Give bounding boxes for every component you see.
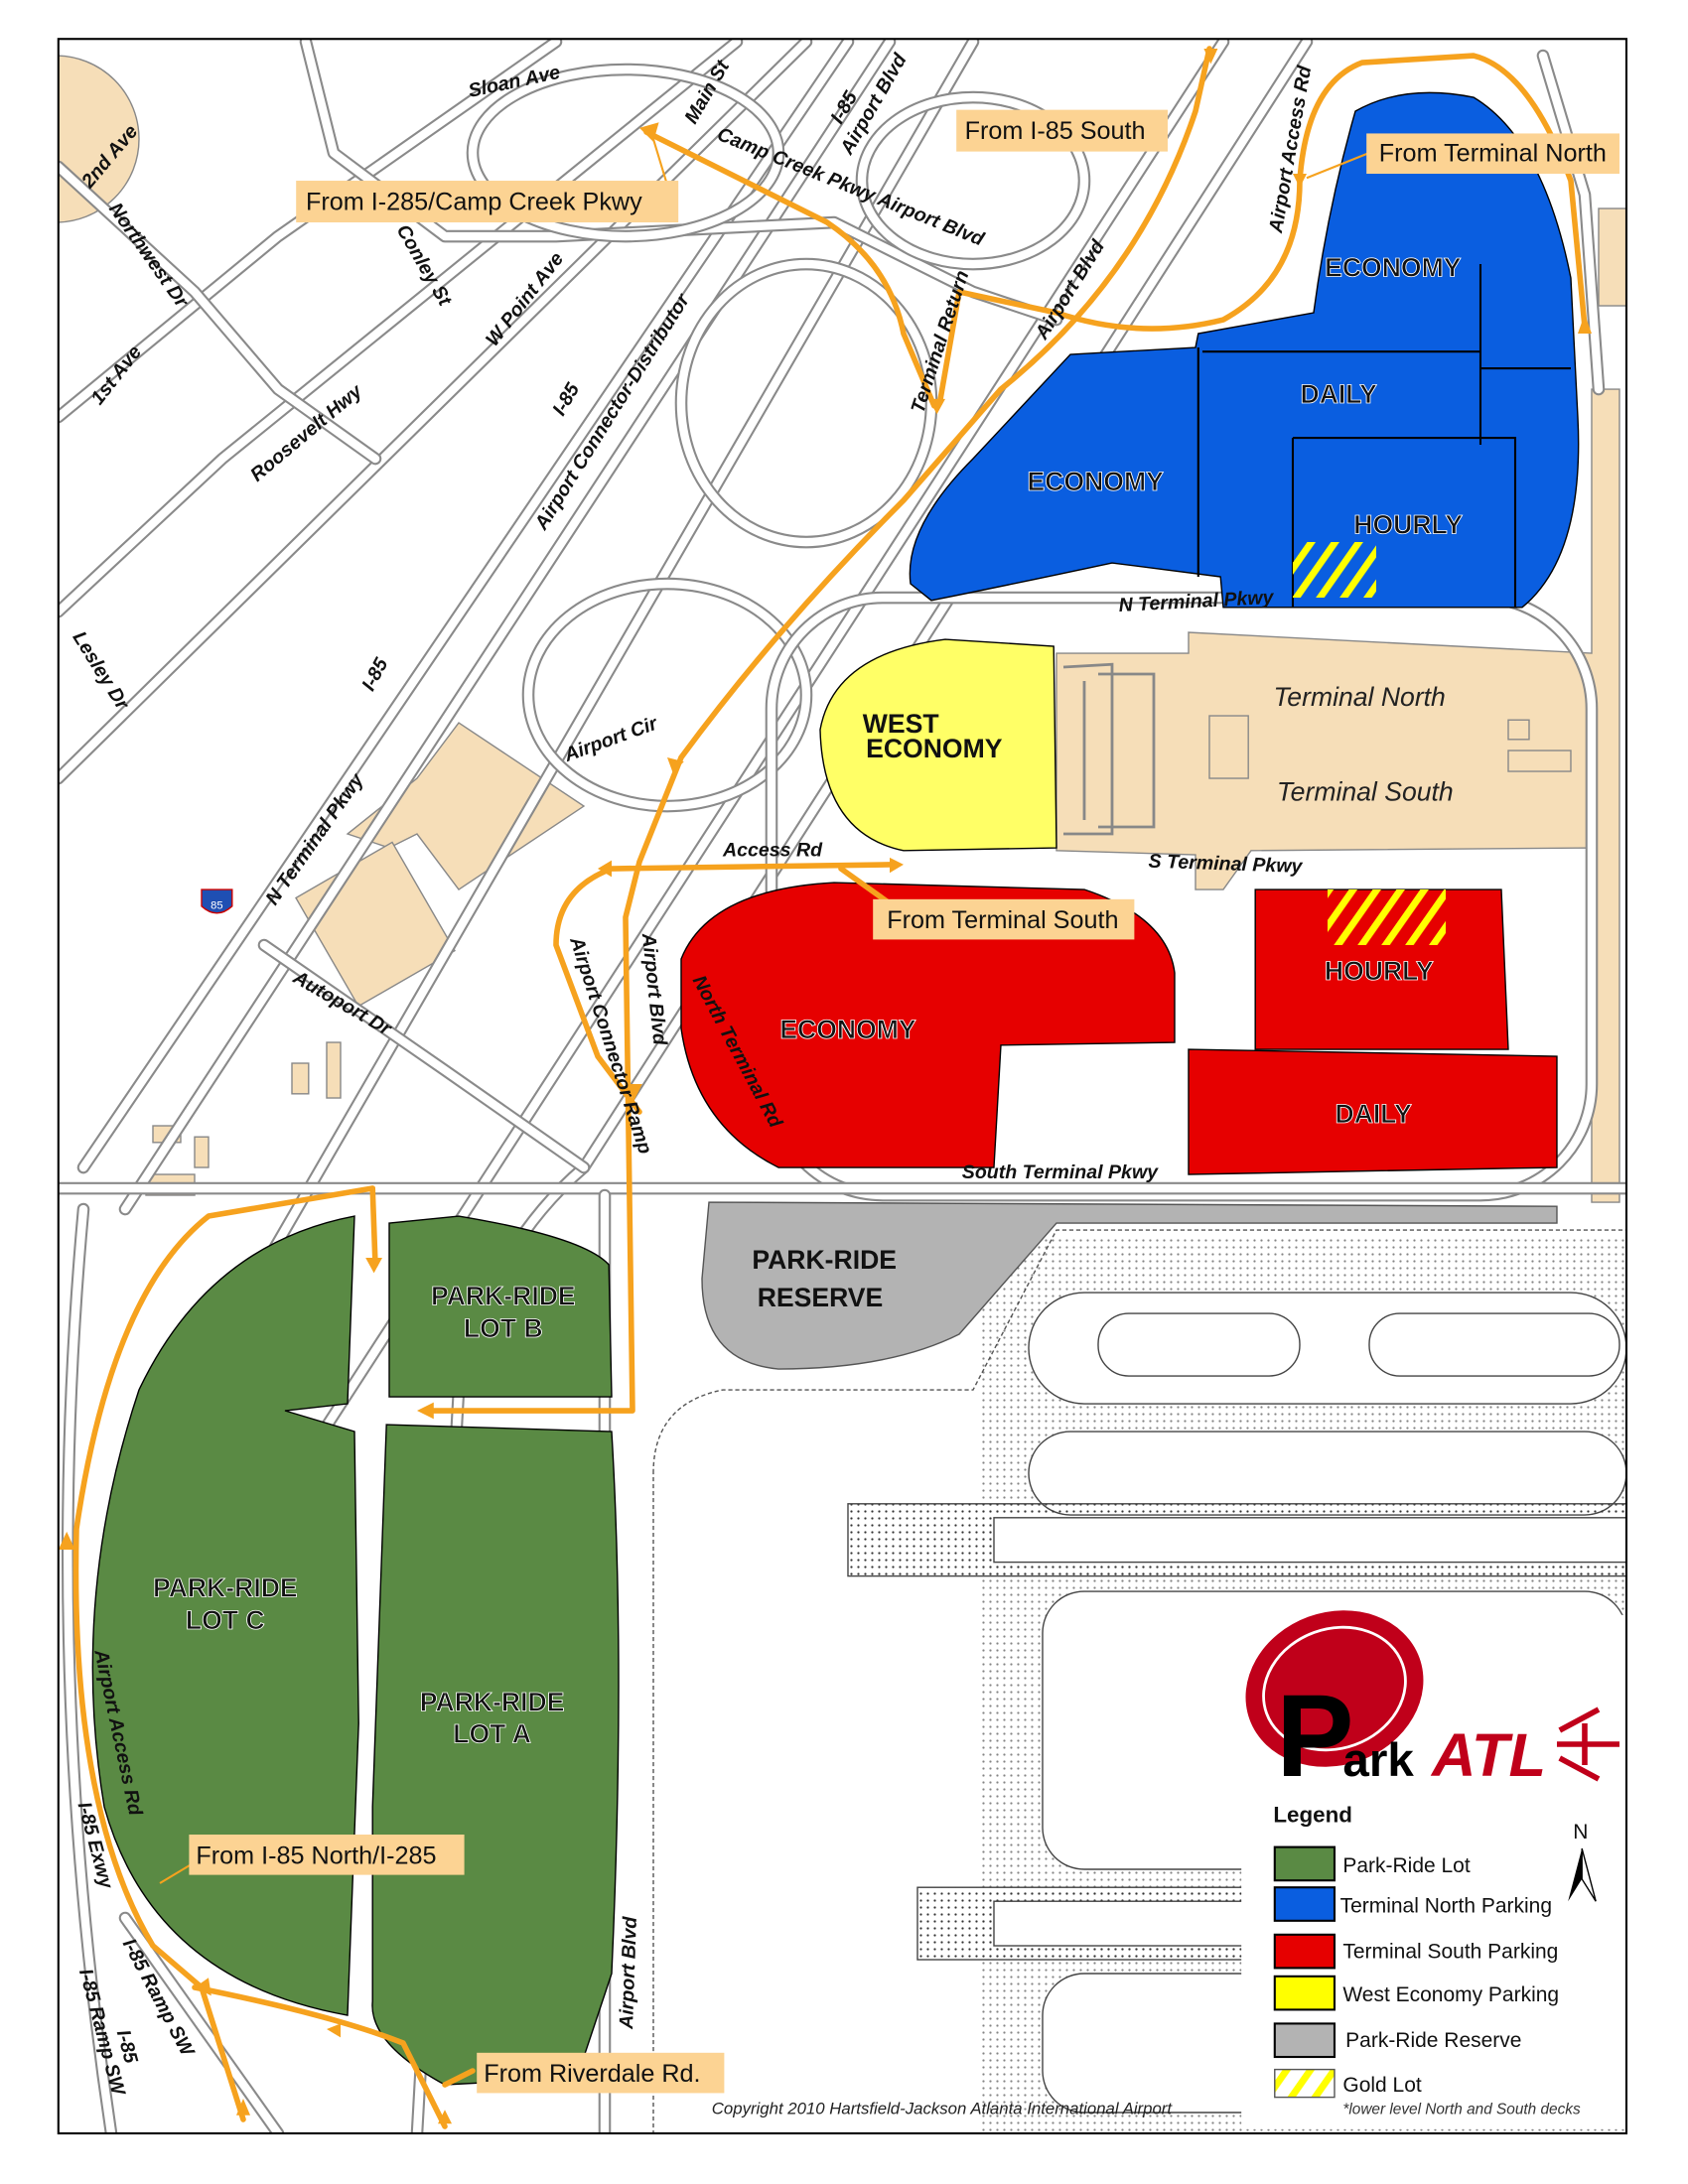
legend-label: Park-Ride Reserve bbox=[1345, 2029, 1521, 2052]
svg-text:P: P bbox=[1276, 1671, 1353, 1801]
callout-from-i85-north: From I-85 North/I-285 bbox=[196, 1842, 436, 1869]
parkatl-logo: P ark ATL bbox=[1245, 1610, 1619, 1801]
terminal-south-label: Terminal South bbox=[1277, 776, 1454, 806]
gold-lot-north bbox=[1292, 542, 1376, 599]
callout-from-terminal-north: From Terminal North bbox=[1379, 139, 1607, 167]
callout-from-i85-south: From I-85 South bbox=[965, 117, 1146, 145]
lot-label: LOT B bbox=[464, 1313, 543, 1343]
legend-item: Park-Ride Lot bbox=[1273, 1845, 1471, 1882]
interstate-85-shield: 85 bbox=[201, 888, 233, 914]
lot-label: WEST bbox=[863, 709, 939, 739]
road-label: Airport Blvd bbox=[616, 1915, 641, 2030]
svg-text:ATL: ATL bbox=[1430, 1721, 1546, 1790]
terminal-north-parking[interactable] bbox=[909, 91, 1580, 609]
terminal-south-economy[interactable] bbox=[680, 882, 1176, 1168]
legend-item: Gold Lot bbox=[1274, 2068, 1422, 2099]
legend-note: *lower level North and South decks bbox=[1342, 2101, 1581, 2117]
legend-item: West Economy Parking bbox=[1273, 1975, 1559, 2011]
terminal-north-label: Terminal North bbox=[1274, 682, 1446, 712]
gold-lot-south bbox=[1327, 889, 1446, 946]
road-network bbox=[58, 39, 1626, 2134]
lot-labels: ECONOMY ECONOMY DAILY HOURLY WEST ECONOM… bbox=[153, 252, 1464, 1749]
park-ride-lot-a[interactable] bbox=[371, 1424, 620, 2086]
lot-label: ECONOMY bbox=[779, 1015, 916, 1044]
park-ride-lot-c[interactable] bbox=[91, 1215, 359, 2016]
terminal-concourse bbox=[1062, 662, 1156, 836]
road-label: Access Rd bbox=[722, 839, 823, 861]
callout-from-i285: From I-285/Camp Creek Pkwy bbox=[306, 188, 642, 215]
lot-label: ECONOMY bbox=[1325, 253, 1462, 283]
lot-label: DAILY bbox=[1336, 1099, 1413, 1129]
lot-label: LOT C bbox=[186, 1605, 265, 1635]
lot-label: PARK-RIDE bbox=[153, 1573, 298, 1603]
lot-label: HOURLY bbox=[1353, 510, 1463, 540]
svg-text:ark: ark bbox=[1342, 1734, 1414, 1787]
lot-label: PARK-RIDE bbox=[420, 1687, 565, 1716]
legend-title: Legend bbox=[1273, 1802, 1352, 1827]
copyright: Copyright 2010 Hartsfield-Jackson Atlant… bbox=[712, 2099, 1174, 2117]
callouts: From I-285/Camp Creek Pkwy From I-85 Sou… bbox=[159, 109, 1619, 2094]
legend-item: Terminal North Parking bbox=[1273, 1886, 1552, 1922]
legend-label: West Economy Parking bbox=[1342, 1983, 1559, 2006]
park-ride-lot-b[interactable] bbox=[388, 1215, 613, 1398]
route-arrows bbox=[58, 49, 1592, 2124]
legend-label: Gold Lot bbox=[1342, 2074, 1421, 2097]
lot-label: HOURLY bbox=[1325, 956, 1434, 986]
legend-label: Terminal South Parking bbox=[1342, 1941, 1558, 1964]
road-label: S Terminal Pkwy bbox=[1148, 851, 1304, 878]
lot-label: PARK-RIDE bbox=[431, 1282, 576, 1311]
west-economy-parking[interactable] bbox=[819, 638, 1057, 852]
legend-item: Park-Ride Reserve bbox=[1273, 2022, 1521, 2059]
legend-item: Terminal South Parking bbox=[1273, 1933, 1558, 1970]
terminal-building bbox=[1055, 388, 1620, 1203]
lot-label: DAILY bbox=[1301, 379, 1378, 409]
north-deck-dividers bbox=[1196, 264, 1571, 608]
lot-label: PARK-RIDE bbox=[752, 1245, 897, 1275]
legend-label: Terminal North Parking bbox=[1340, 1894, 1552, 1917]
lot-label: LOT A bbox=[453, 1719, 531, 1749]
map-frame bbox=[57, 38, 1628, 2135]
lot-label: ECONOMY bbox=[1028, 467, 1165, 496]
north-arrow-icon: N bbox=[1568, 1821, 1597, 1902]
shield-label: 85 bbox=[211, 900, 222, 912]
lot-label: ECONOMY bbox=[866, 734, 1003, 763]
lot-label: RESERVE bbox=[758, 1283, 884, 1312]
callout-from-riverdale: From Riverdale Rd. bbox=[484, 2060, 700, 2088]
callout-from-terminal-south: From Terminal South bbox=[887, 906, 1118, 934]
north-arrow-label: N bbox=[1573, 1821, 1588, 1843]
park-ride-reserve[interactable] bbox=[701, 1201, 1558, 1370]
legend-label: Park-Ride Lot bbox=[1342, 1854, 1470, 1877]
road-label: South Terminal Pkwy bbox=[962, 1161, 1159, 1183]
legend: Legend Park-Ride Lot Terminal North Park… bbox=[1273, 1802, 1581, 2117]
terminal-south-daily[interactable] bbox=[1188, 1048, 1558, 1175]
